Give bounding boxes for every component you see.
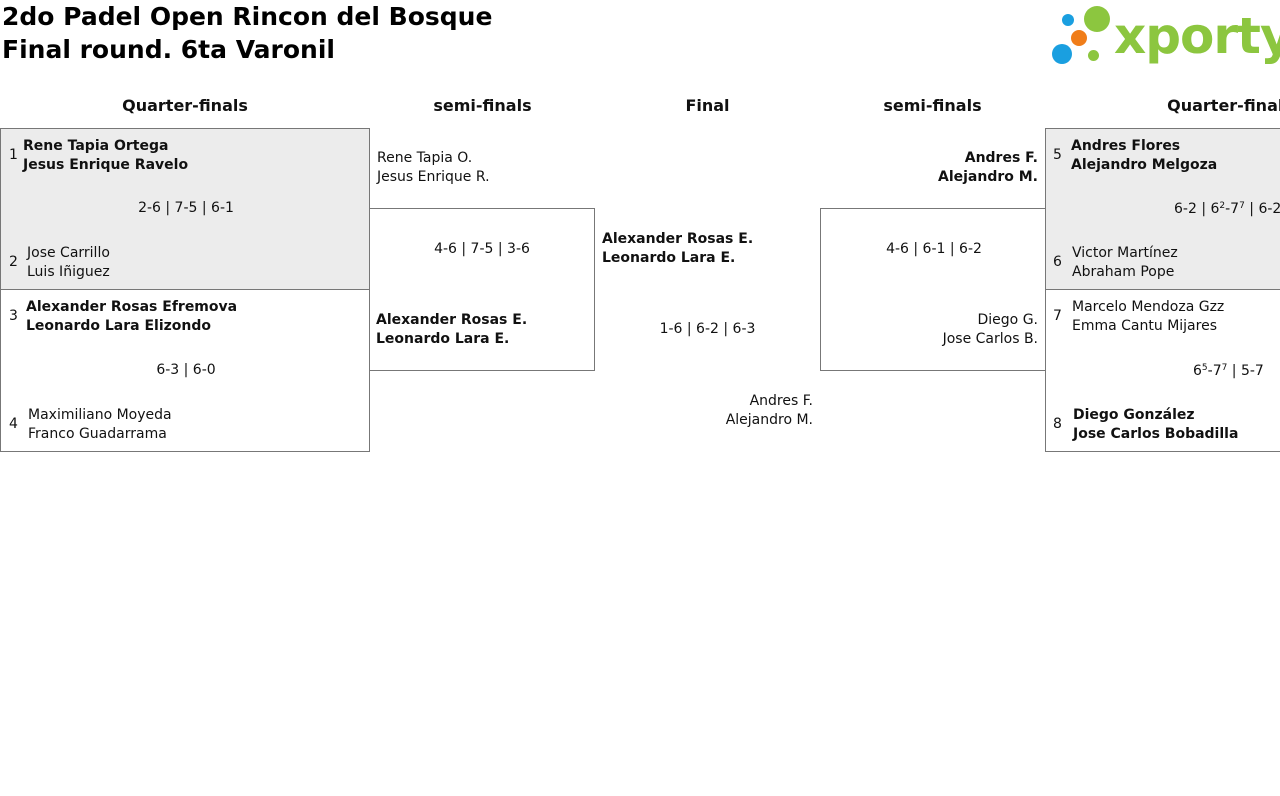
player-1: Andres Flores	[1071, 138, 1181, 154]
match-score: 4-6 | 7-5 | 3-6	[434, 241, 530, 257]
match-sf-left[interactable]: 4-6 | 7-5 | 3-6 Alexander Rosas E. Leona…	[369, 208, 595, 371]
player-1: Marcelo Mendoza Gzz	[1072, 299, 1225, 315]
logo-dot-orange	[1071, 30, 1087, 46]
match-qf-right-2[interactable]: 7 Marcelo Mendoza Gzz Emma Cantu Mijares…	[1045, 289, 1280, 452]
match-score: 65-77 | 5-7	[1193, 363, 1264, 379]
final-team-a: Alexander Rosas E. Leonardo Lara E.	[602, 230, 753, 268]
player-2: Franco Guadarrama	[28, 426, 167, 442]
player-1: Victor Martínez	[1072, 245, 1178, 261]
page-subtitle: Final round. 6ta Varonil	[2, 35, 335, 64]
player-1: Jose Carrillo	[27, 245, 110, 261]
match-sf-right[interactable]: 4-6 | 6-1 | 6-2 Diego G. Jose Carlos B.	[820, 208, 1046, 371]
final-team-b: Andres F. Alejandro M.	[600, 392, 813, 430]
round-header-sf-right: semi-finals	[883, 96, 982, 115]
seed-number: 6	[1053, 254, 1062, 270]
player-1: Diego González	[1073, 407, 1195, 423]
seed-number: 2	[9, 254, 18, 270]
player-name: Jose Carrillo Luis Iñiguez	[27, 244, 110, 282]
sf-right-team-b: Diego G. Jose Carlos B.	[821, 311, 1038, 349]
player-2: Alejandro Melgoza	[1071, 157, 1218, 173]
match-score: 6-2 | 62-77 | 6-2	[1174, 201, 1280, 217]
player-2: Emma Cantu Mijares	[1072, 318, 1217, 334]
player-2: Abraham Pope	[1072, 264, 1175, 280]
player-name: Marcelo Mendoza Gzz Emma Cantu Mijares	[1072, 298, 1224, 336]
match-score: 4-6 | 6-1 | 6-2	[886, 241, 982, 257]
round-header-sf-left: semi-finals	[433, 96, 532, 115]
logo-dot-green-small	[1088, 50, 1099, 61]
player-1: Diego G.	[977, 312, 1038, 328]
player-1: Rene Tapia Ortega	[23, 138, 169, 154]
player-2: Luis Iñiguez	[27, 264, 110, 280]
match-score: 6-3 | 6-0	[156, 362, 216, 378]
logo-wordmark: xporty	[1114, 7, 1280, 65]
player-1: Maximiliano Moyeda	[28, 407, 172, 423]
player-1: Alexander Rosas E.	[376, 312, 528, 328]
player-name: Victor Martínez Abraham Pope	[1072, 244, 1178, 282]
player-2: Jose Carlos B.	[942, 331, 1038, 347]
page-title: 2do Padel Open Rincon del Bosque	[2, 2, 493, 31]
player-name: Diego González Jose Carlos Bobadilla	[1073, 406, 1238, 444]
match-qf-right-1[interactable]: 5 Andres Flores Alejandro Melgoza 6-2 | …	[1045, 128, 1280, 290]
player-2: Leonardo Lara E.	[376, 331, 510, 347]
seed-number: 4	[9, 416, 18, 432]
logo-dot-green	[1084, 6, 1110, 32]
round-header-qf-right: Quarter-finals	[1167, 96, 1280, 115]
player-name: Alexander Rosas Efremova Leonardo Lara E…	[26, 298, 237, 336]
player-1: Alexander Rosas Efremova	[26, 299, 238, 315]
final-score: 1-6 | 6-2 | 6-3	[659, 321, 756, 337]
player-2: Jesus Enrique Ravelo	[23, 157, 189, 173]
player-2: Jesus Enrique R.	[377, 169, 490, 185]
sf-left-team-b: Alexander Rosas E. Leonardo Lara E.	[376, 311, 527, 349]
seed-number: 8	[1053, 416, 1062, 432]
logo-dot-blue	[1052, 44, 1072, 64]
sf-right-team-a: Andres F. Alejandro M.	[820, 149, 1038, 187]
match-qf-left-1[interactable]: 1 Rene Tapia Ortega Jesus Enrique Ravelo…	[0, 128, 370, 290]
player-2: Leonardo Lara E.	[602, 250, 736, 266]
match-score: 2-6 | 7-5 | 6-1	[138, 200, 234, 216]
player-2: Jose Carlos Bobadilla	[1073, 426, 1239, 442]
player-2: Leonardo Lara Elizondo	[26, 318, 211, 334]
player-1: Alexander Rosas E.	[602, 231, 754, 247]
player-1: Andres F.	[964, 150, 1038, 166]
player-2: Alejandro M.	[937, 169, 1038, 185]
xporty-logo[interactable]: xporty	[1052, 4, 1280, 68]
seed-number: 1	[9, 147, 18, 163]
player-1: Rene Tapia O.	[377, 150, 473, 166]
sf-left-team-a: Rene Tapia O. Jesus Enrique R.	[377, 149, 490, 187]
logo-dot-blue-small	[1062, 14, 1074, 26]
player-name: Maximiliano Moyeda Franco Guadarrama	[28, 406, 172, 444]
player-name: Rene Tapia Ortega Jesus Enrique Ravelo	[23, 137, 188, 175]
seed-number: 5	[1053, 147, 1062, 163]
player-name: Andres Flores Alejandro Melgoza	[1071, 137, 1217, 175]
seed-number: 7	[1053, 308, 1062, 324]
seed-number: 3	[9, 308, 18, 324]
player-2: Alejandro M.	[725, 412, 813, 428]
player-1: Andres F.	[749, 393, 813, 409]
round-header-final: Final	[685, 96, 730, 115]
match-qf-left-2[interactable]: 3 Alexander Rosas Efremova Leonardo Lara…	[0, 289, 370, 452]
round-header-qf-left: Quarter-finals	[122, 96, 248, 115]
